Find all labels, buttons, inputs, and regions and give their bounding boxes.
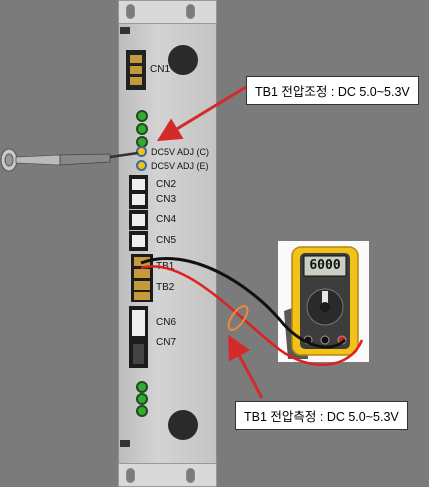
dc5v-adj-c-trimmer[interactable] xyxy=(136,146,147,157)
board-clip xyxy=(120,27,130,34)
red-probe-wire xyxy=(140,265,364,366)
cn5-label: CN5 xyxy=(156,235,177,246)
mount-slot xyxy=(186,468,195,483)
status-led xyxy=(136,405,148,417)
cn2-label: CN2 xyxy=(156,179,177,190)
status-led xyxy=(136,123,148,135)
mounting-hole xyxy=(168,410,198,440)
cn4-label: CN4 xyxy=(156,214,177,225)
status-led xyxy=(136,381,148,393)
mount-slot xyxy=(126,4,135,19)
black-probe-wire xyxy=(140,257,347,349)
adj-e-label: DC5V ADJ (E) xyxy=(151,161,209,171)
multimeter-photo: 6000 xyxy=(278,241,369,362)
multimeter-icon xyxy=(284,246,359,359)
status-led xyxy=(136,393,148,405)
cn4-connector xyxy=(129,210,148,230)
cn1-connector xyxy=(126,50,146,90)
mount-slot xyxy=(126,468,135,483)
cn1-label: CN1 xyxy=(150,64,171,75)
cn6-label: CN6 xyxy=(156,317,177,328)
measure-callout: TB1 전압측정 : DC 5.0~5.3V xyxy=(235,401,408,430)
tb1-label: TB1 xyxy=(156,261,175,272)
tb2-label: TB2 xyxy=(156,282,175,293)
cn2-cn3-connector xyxy=(129,175,148,209)
adjust-callout: TB1 전압조정 : DC 5.0~5.3V xyxy=(246,76,419,105)
multimeter-display: 6000 xyxy=(309,258,341,273)
dc5v-adj-e-trimmer[interactable] xyxy=(136,160,147,171)
cn5-connector xyxy=(129,231,148,251)
cn7-label: CN7 xyxy=(156,337,177,348)
board-clip xyxy=(120,440,130,447)
status-led xyxy=(136,110,148,122)
adjust-arrow xyxy=(156,85,247,142)
probe-highlight-ring xyxy=(227,305,249,331)
measure-arrow xyxy=(228,334,264,399)
screwdriver-icon xyxy=(0,148,139,172)
cn7-connector xyxy=(129,340,148,368)
adj-c-label: DC5V ADJ (C) xyxy=(151,147,210,157)
mounting-hole xyxy=(168,45,198,75)
cn3-label: CN3 xyxy=(156,194,177,205)
mount-slot xyxy=(186,4,195,19)
cn6-connector xyxy=(129,306,148,340)
